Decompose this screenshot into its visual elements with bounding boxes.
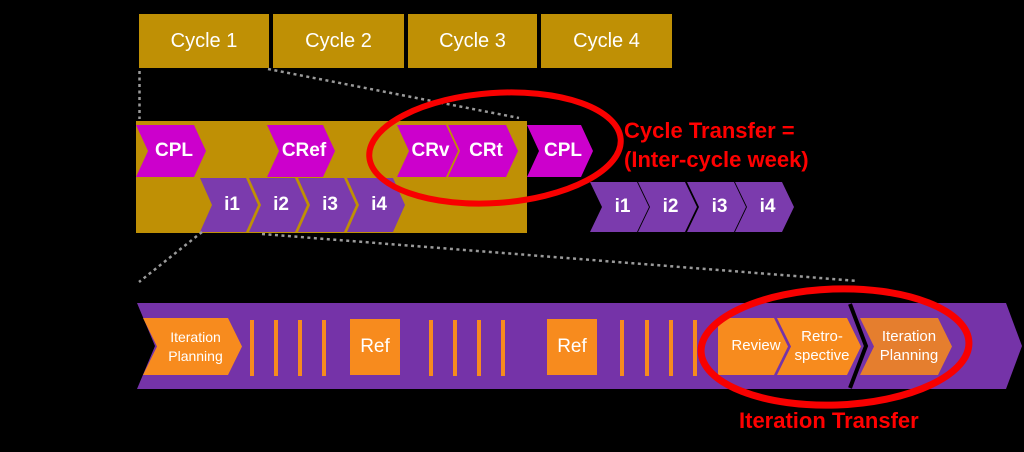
next-cycle-iteration-i1: i1 bbox=[590, 182, 649, 232]
week-tick bbox=[274, 320, 278, 376]
week-tick bbox=[322, 320, 326, 376]
phase-chevron-cref: CRef bbox=[267, 125, 335, 177]
iteration-planning-start-line2: Planning bbox=[168, 347, 223, 364]
cycle-box-2: Cycle 2 bbox=[273, 14, 404, 68]
week-tick bbox=[620, 320, 624, 376]
ref-box-1: Ref bbox=[350, 319, 400, 375]
cycle-transfer-label: Cycle Transfer = (Inter-cycle week) bbox=[624, 116, 809, 174]
week-tick bbox=[429, 320, 433, 376]
ref-box-2: Ref bbox=[547, 319, 597, 375]
retrospective-line1: Retro- bbox=[801, 327, 843, 345]
connector-line-cycle-right bbox=[267, 67, 520, 120]
cycle-box-3: Cycle 3 bbox=[408, 14, 537, 68]
week-tick bbox=[477, 320, 481, 376]
iteration-chevron-i1: i1 bbox=[200, 178, 258, 232]
iteration-planning-next-line1: Iteration bbox=[881, 327, 937, 345]
week-tick bbox=[250, 320, 254, 376]
next-cycle-iteration-i4: i4 bbox=[735, 182, 794, 232]
transfer-chevron-cpl: CPL bbox=[527, 125, 593, 177]
week-tick bbox=[669, 320, 673, 376]
cycle-transfer-label-line2: (Inter-cycle week) bbox=[624, 147, 809, 172]
retrospective-line2: spective bbox=[794, 346, 850, 364]
week-tick bbox=[298, 320, 302, 376]
iteration-planning-start-line1: Iteration bbox=[170, 329, 221, 346]
iteration-transfer-label: Iteration Transfer bbox=[739, 408, 919, 433]
cycle-transfer-label-line1: Cycle Transfer = bbox=[624, 118, 795, 143]
week-tick bbox=[693, 320, 697, 376]
connector-line-iteration-left bbox=[138, 231, 203, 283]
week-tick bbox=[501, 320, 505, 376]
cycle-box-1: Cycle 1 bbox=[139, 14, 269, 68]
iteration-planning-next-line2: Planning bbox=[879, 346, 939, 364]
review-chevron: Review bbox=[718, 318, 788, 375]
iteration-planning-chevron-start: Iteration Planning bbox=[143, 318, 242, 375]
week-tick bbox=[453, 320, 457, 376]
cycle-box-4: Cycle 4 bbox=[541, 14, 672, 68]
connector-line-iteration-right bbox=[261, 232, 859, 283]
week-tick bbox=[645, 320, 649, 376]
